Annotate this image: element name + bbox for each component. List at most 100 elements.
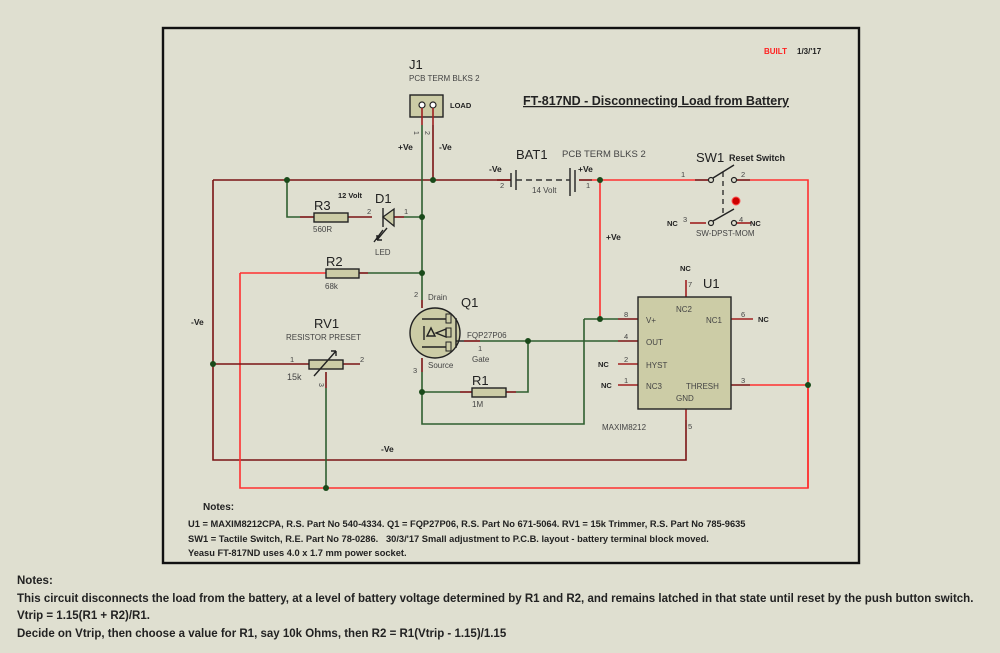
rv1-type: RESISTOR PRESET: [286, 333, 361, 342]
q1-pin2-num: 2: [414, 290, 418, 299]
component-sw1[interactable]: SW1 Reset Switch 1 2 NC 3 4 NC SW-DPST-M…: [667, 150, 785, 238]
u1-pin2-nc: NC: [598, 360, 609, 369]
sw1-contact: [730, 176, 738, 184]
u1-label-gnd: GND: [676, 394, 694, 403]
junction-dot: [525, 338, 531, 344]
j1-ref: J1: [409, 57, 423, 72]
r1-value: 1M: [472, 400, 483, 409]
component-bat1[interactable]: BAT1 PCB TERM BLKS 2 14 Volt -Ve +Ve 2 1: [489, 147, 646, 196]
j1-pin1-num: 1: [412, 131, 419, 135]
component-d1[interactable]: 12 Volt D1 2 1 LED: [338, 191, 408, 257]
u1-pin1-nc: NC: [601, 381, 612, 390]
component-rv1[interactable]: RV1 RESISTOR PRESET 1 2 15k 3: [286, 316, 364, 387]
sheet-title: FT-817ND - Disconnecting Load from Batte…: [523, 94, 789, 108]
bat1-ref: BAT1: [516, 147, 548, 162]
q1-ref: Q1: [461, 295, 478, 310]
sw1-pin3-num: 3: [683, 215, 687, 224]
r3-ref: R3: [314, 198, 331, 213]
j1-body: [409, 94, 444, 118]
led-arrows-icon: [373, 227, 388, 243]
d1-ref: D1: [375, 191, 392, 206]
bat1-neg-label: -Ve: [489, 164, 502, 174]
sw1-contact: [707, 176, 715, 184]
q1-channel: [422, 318, 446, 348]
outer-note-line: This circuit disconnects the load from t…: [17, 592, 974, 605]
inner-note-line: SW1 = Tactile Switch, R.E. Part No 78-02…: [188, 534, 709, 544]
j1-pin2-num: 2: [423, 131, 430, 135]
j1-type: PCB TERM BLKS 2: [409, 74, 480, 83]
u1-pin6-num: 6: [741, 310, 745, 319]
junction-dot: [323, 485, 329, 491]
u1-body: [637, 296, 732, 410]
u1-label-nc2: NC2: [676, 305, 693, 314]
junction-dot: [419, 389, 425, 395]
junction-dot: [210, 361, 216, 367]
bat1-pin2-num: 2: [500, 181, 504, 190]
bat1-pin1-num: 1: [586, 181, 590, 190]
sw1-type: SW-DPST-MOM: [696, 229, 755, 238]
j1-terminal-2: [429, 101, 437, 109]
q1-part: FQP27P06: [467, 331, 507, 340]
inner-note-line: Yeasu FT-817ND uses 4.0 x 1.7 mm power s…: [188, 548, 407, 558]
junctions: [210, 177, 811, 491]
junction-dot: [419, 270, 425, 276]
sw1-label: Reset Switch: [729, 153, 785, 163]
u1-pin8-num: 8: [624, 310, 628, 319]
component-u1[interactable]: NC 7 U1 NC2 V+ NC1 OUT HYST NC3 THRESH G…: [598, 264, 769, 432]
q1-segment: [445, 313, 452, 324]
u1-pin3-num: 3: [741, 376, 745, 385]
sw1-ref: SW1: [696, 150, 724, 165]
junction-dot: [805, 382, 811, 388]
r3-body: [313, 212, 349, 223]
outer-notes: Notes: This circuit disconnects the load…: [17, 573, 973, 643]
built-status: BUILT: [764, 47, 787, 56]
u1-pin1-num: 1: [624, 376, 628, 385]
junction-dot: [597, 177, 603, 183]
q1-source-label: Source: [428, 361, 454, 370]
wire-neg-loop: [212, 180, 687, 461]
d1-pin1-num: 1: [404, 207, 408, 216]
component-j1[interactable]: J1 PCB TERM BLKS 2 LOAD 1 2 +Ve -Ve: [398, 57, 480, 152]
sw1-blade-top: [712, 164, 735, 179]
junction-dot: [419, 214, 425, 220]
d1-triangle: [381, 207, 395, 228]
u1-pin5-num: 5: [688, 422, 692, 431]
outer-note-line: Decide on Vtrip, then choose a value for…: [17, 627, 507, 640]
sw1-actuator-button[interactable]: [731, 196, 741, 206]
bat1-type: PCB TERM BLKS 2: [562, 149, 646, 160]
outer-note-line: Vtrip = 1.15(R1 + R2)/R1.: [17, 610, 150, 622]
rv1-ref: RV1: [314, 316, 339, 331]
component-r2[interactable]: R2 68k: [325, 254, 360, 291]
j1-terminal-1: [418, 101, 426, 109]
j1-neg-label: -Ve: [439, 142, 452, 152]
d1-type: LED: [375, 248, 391, 257]
junction-dot: [284, 177, 290, 183]
u1-pin7-num: 7: [688, 280, 692, 289]
r2-body: [325, 268, 360, 279]
sw1-pin2-num: 2: [741, 170, 745, 179]
u1-pin6-nc: NC: [758, 315, 769, 324]
outer-notes-heading: Notes:: [17, 575, 53, 587]
u1-pin4-num: 4: [624, 332, 628, 341]
r1-body: [471, 387, 507, 398]
component-q1[interactable]: 2 Drain Q1 FQP27P06 1 Gate Source 3: [409, 290, 507, 375]
inner-note-line: U1 = MAXIM8212CPA, R.S. Part No 540-4334…: [188, 519, 745, 529]
r1-ref: R1: [472, 373, 489, 388]
q1-segment: [445, 341, 452, 352]
r2-value: 68k: [325, 282, 339, 291]
bat1-plates-outer: [510, 170, 576, 192]
sw1-nc-right: NC: [750, 219, 761, 228]
bat1-value: 14 Volt: [532, 186, 557, 195]
net-label-neg-left: -Ve: [191, 317, 204, 327]
d1-note: 12 Volt: [338, 191, 363, 200]
rv1-pin1-num: 1: [290, 355, 294, 364]
j1-pos-label: +Ve: [398, 142, 413, 152]
net-label-pos: +Ve: [606, 232, 621, 242]
rv1-pin3-num: 3: [317, 383, 324, 387]
component-r3[interactable]: R3 560R: [313, 198, 349, 234]
rv1-pin2-num: 2: [360, 355, 364, 364]
junction-dot: [430, 177, 436, 183]
sw1-nc-left: NC: [667, 219, 678, 228]
component-r1[interactable]: R1 1M: [471, 373, 507, 409]
